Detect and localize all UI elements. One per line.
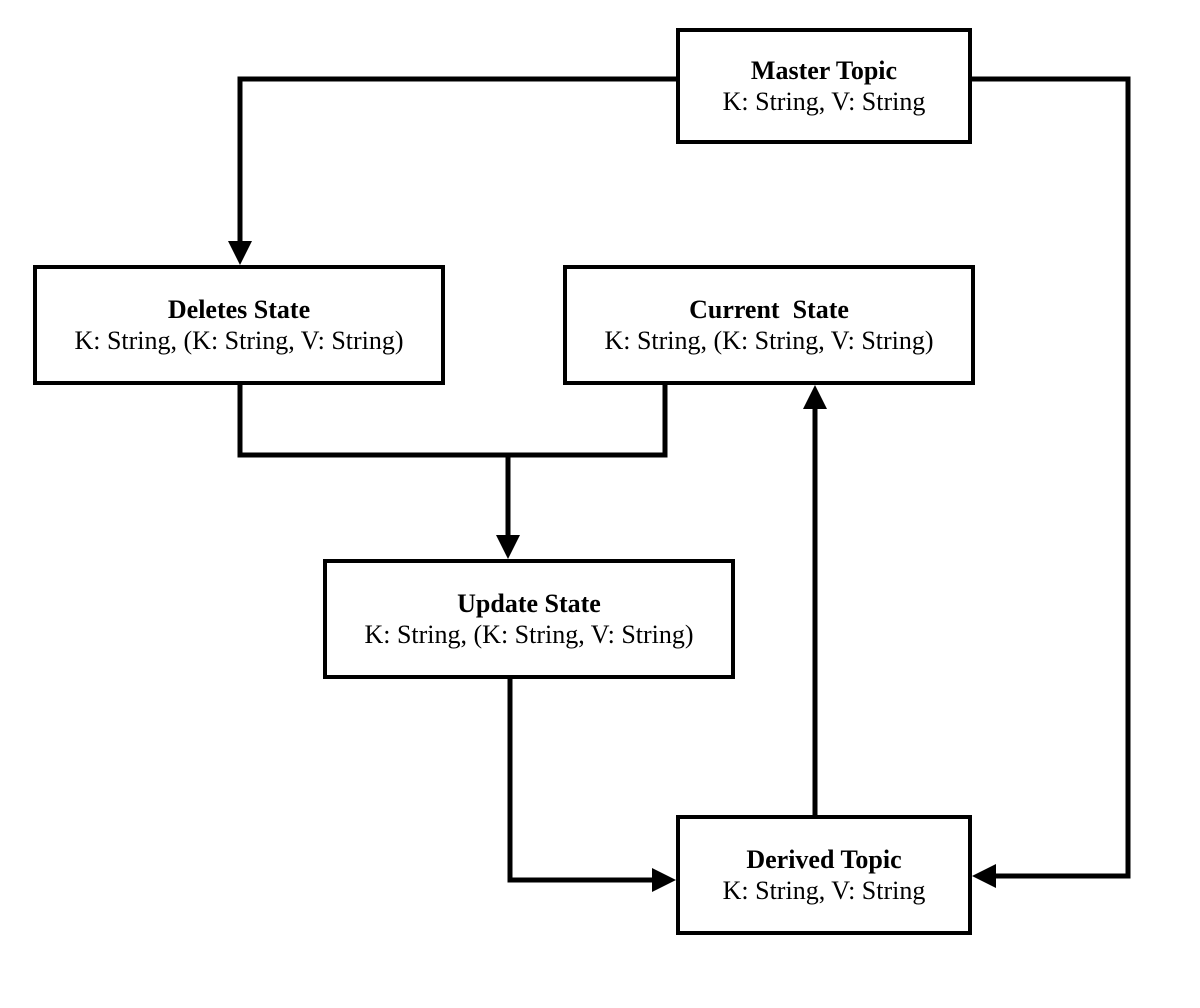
node-update-state-title: Update State (457, 588, 601, 618)
node-derived-topic-subtitle: K: String, V: String (722, 876, 926, 905)
arrowhead-left-icon (972, 864, 996, 888)
node-deletes-state[interactable]: Deletes State K: String, (K: String, V: … (33, 265, 445, 385)
edge-master-to-derived (972, 76, 1131, 888)
arrowhead-up-icon (803, 385, 827, 409)
edge-derived-to-current (803, 385, 827, 815)
node-master-topic-subtitle: K: String, V: String (722, 87, 926, 116)
node-derived-topic[interactable]: Derived Topic K: String, V: String (676, 815, 972, 935)
arrowhead-right-icon (652, 868, 676, 892)
edge-current-to-update (508, 385, 668, 458)
arrowhead-down-icon (228, 241, 252, 265)
node-master-topic[interactable]: Master Topic K: String, V: String (676, 28, 972, 144)
edge-master-to-deletes (228, 76, 676, 265)
node-current-state-subtitle: K: String, (K: String, V: String) (604, 326, 934, 355)
arrowhead-down-icon (496, 535, 520, 559)
node-update-state[interactable]: Update State K: String, (K: String, V: S… (323, 559, 735, 679)
node-deletes-state-subtitle: K: String, (K: String, V: String) (74, 326, 404, 355)
edge-deletes-to-update (237, 385, 520, 559)
edge-update-to-derived (507, 679, 676, 892)
node-update-state-subtitle: K: String, (K: String, V: String) (364, 620, 694, 649)
node-master-topic-title: Master Topic (750, 55, 898, 85)
node-current-state-title: Current State (689, 294, 849, 324)
node-deletes-state-title: Deletes State (167, 294, 311, 324)
node-current-state[interactable]: Current State K: String, (K: String, V: … (563, 265, 975, 385)
node-derived-topic-title: Derived Topic (746, 844, 902, 874)
